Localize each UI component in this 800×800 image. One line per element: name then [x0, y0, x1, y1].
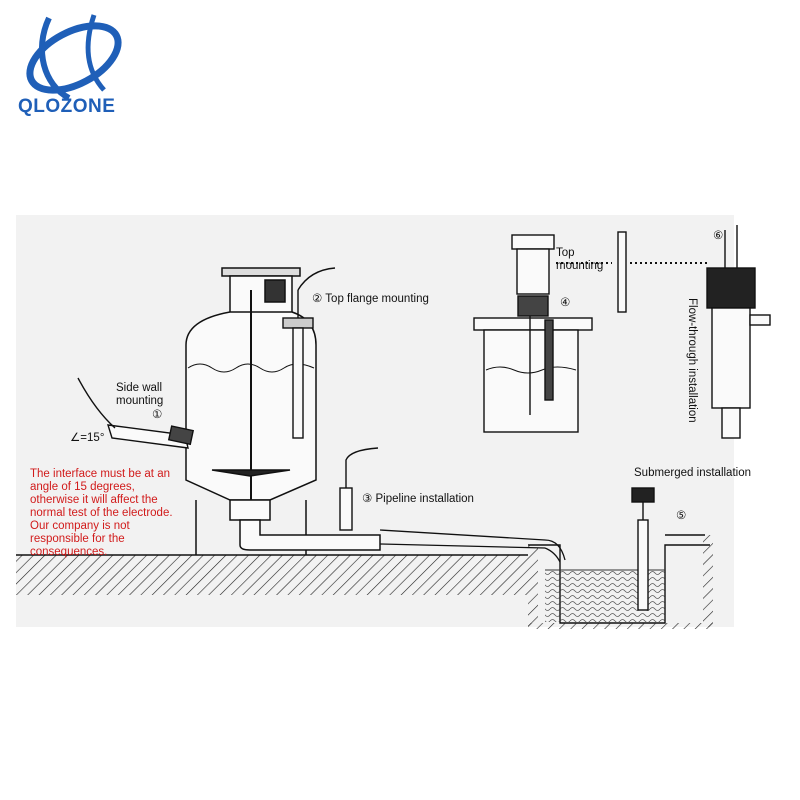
label-top-flange: ② Top flange mounting [312, 293, 429, 305]
side-wall-probe [77, 377, 195, 449]
loose-electrode [617, 231, 627, 313]
label-top-mounting: Top mounting [556, 247, 604, 272]
logo-swoosh [38, 16, 71, 101]
ground [16, 534, 713, 629]
logo-swoosh-2 [85, 14, 106, 92]
label-submerged: Submerged installation [634, 467, 751, 479]
label-top-mounting-num: ④ [560, 297, 571, 309]
submerged-probe [631, 487, 655, 611]
large-vessel [185, 267, 381, 555]
label-flow-num: ⑥ [713, 230, 724, 242]
logo-ring [26, 22, 122, 94]
small-vessel [473, 234, 593, 433]
label-side-wall-num: ① [152, 409, 163, 421]
label-flow-through: Flow-through installation [686, 298, 698, 423]
label-angle: ∠=15° [70, 432, 105, 444]
label-submerged-num: ⑤ [676, 510, 687, 522]
flow-through-cell [706, 225, 771, 439]
label-pipeline: ③ Pipeline installation [362, 493, 474, 505]
brand-name: QLOZONE [18, 96, 116, 117]
qlozone-logo [26, 14, 122, 101]
angle-warning-note: The interface must be at an angle of 15 … [30, 468, 173, 558]
top-flange-probe [282, 267, 336, 439]
pipeline [379, 529, 566, 563]
label-side-wall: Side wall mounting [116, 382, 164, 407]
pipeline-probe [339, 447, 379, 531]
